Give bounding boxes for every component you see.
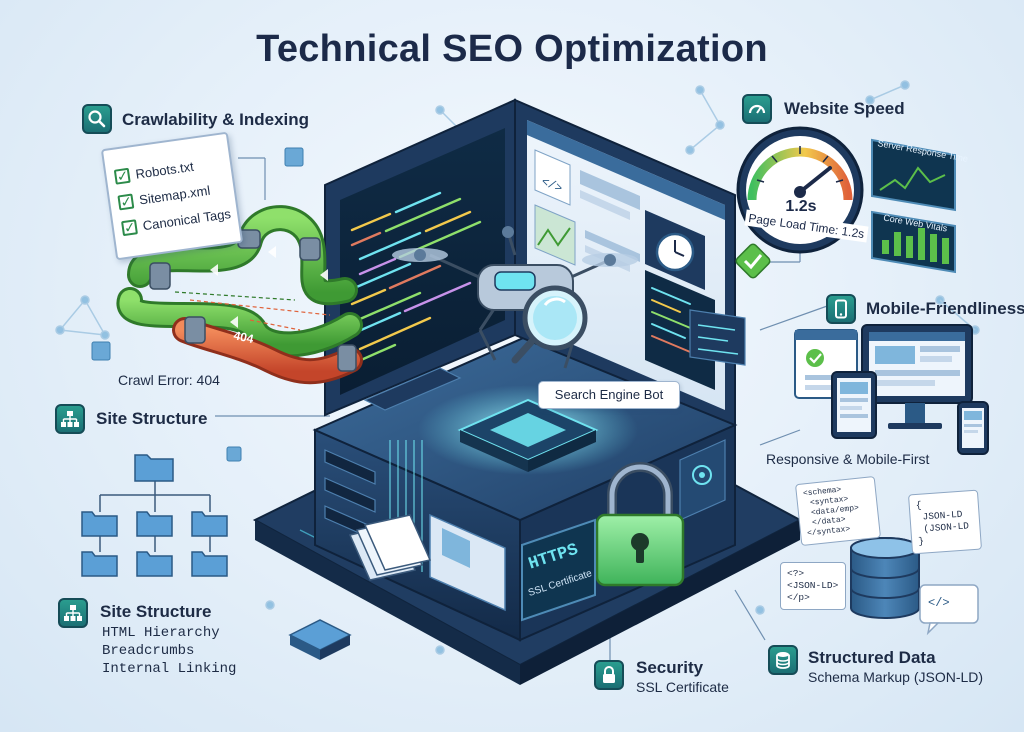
security-sub: SSL Certificate [636,679,729,695]
pipe-error-label: 404 [232,328,255,346]
checkbox-checked-icon: ✓ [113,166,131,185]
tag-code-card: <?> <JSON-LD> </p> [780,562,846,610]
structure-title: Site Structure [96,409,208,428]
smartphone-icon [835,299,847,319]
checkbox-checked-icon: ✓ [117,192,135,210]
mobile-badge [826,294,856,324]
crawl-checklist: ✓ Robots.txt ✓ Sitemap.xml ✓ Canonical T… [100,131,244,261]
jsonld-code-card: { JSON-LD (JSON-LD } [907,489,983,555]
structure-sub-internal-linking: Internal Linking [102,661,237,677]
crawl-title: Crawlability & Indexing [122,110,310,129]
code-bubble [919,584,979,636]
https-panel [521,518,596,622]
checklist-label: Canonical Tags [141,205,232,233]
database-stack [850,537,920,619]
checkbox-checked-icon: ✓ [120,217,138,236]
security-badge [594,660,624,690]
sitemap-icon [61,411,79,427]
sitemap-icon [64,605,82,621]
security-title: Security [636,658,704,677]
search-engine-bot-label: Search Engine Bot [538,381,680,409]
folder-tree [81,454,432,660]
speed-cards [871,138,956,274]
structure-title-2: Site Structure [100,602,212,621]
crawl-error-label: Crawl Error: 404 [118,372,220,388]
page-title: Technical SEO Optimization [256,28,768,70]
crawl-badge [82,104,112,134]
checklist-label: Robots.txt [134,158,195,182]
crawl-pipes [116,205,363,385]
check-marker [735,243,771,279]
security-padlock [595,462,685,587]
code-bubble-label: </> [928,596,950,610]
floating-panels [363,309,746,411]
speed-title: Website Speed [784,99,905,118]
cube-decoration [91,147,304,462]
code-line: </p> [787,592,810,603]
database-icon [776,652,790,669]
code-line: <JSON-LD> [787,580,839,591]
padlock-icon [603,666,615,683]
speed-badge [742,94,772,124]
speedometer-icon [748,104,766,114]
mobile-caption: Responsive & Mobile-First [766,451,930,467]
magnifier-icon [88,110,106,128]
structured-title: Structured Data [808,648,936,667]
structure-badge-2 [58,598,88,628]
structured-badge [768,645,798,675]
responsive-devices [794,324,989,455]
structured-sub: Schema Markup (JSON-LD) [808,669,984,685]
structure-sub-breadcrumbs: Breadcrumbs [102,643,195,659]
structure-sub-hierarchy: HTML Hierarchy [102,625,220,641]
search-bot-drone [392,226,638,369]
code-line: <?> [787,568,805,579]
structure-badge [55,404,85,434]
gauge-value: 1.2s [785,198,817,215]
schema-code-card: <schema> <syntax> <data/emp> </data> </s… [794,475,882,547]
mobile-title: Mobile-Friendliness [866,299,1024,318]
